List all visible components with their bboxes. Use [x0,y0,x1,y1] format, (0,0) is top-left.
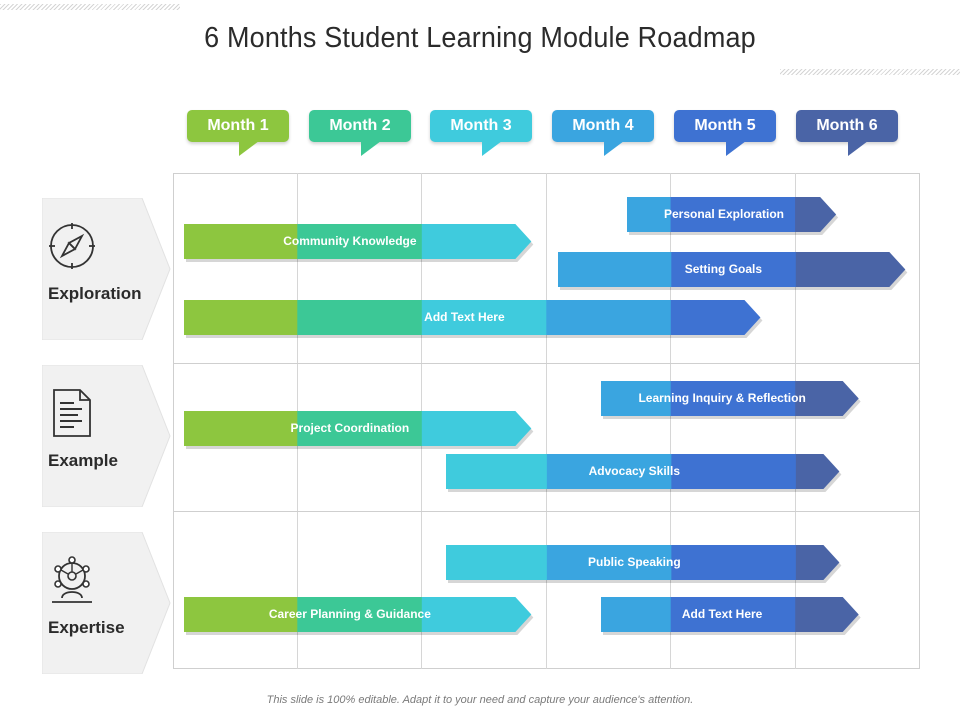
task-bar: Add Text Here [184,300,763,338]
task-arrow-shape [557,252,908,290]
month-badge-4: Month 4 [552,110,654,156]
month-label: Month 4 [572,117,634,134]
arrow-segment-month-2 [297,597,423,632]
category-example: Example [42,365,172,507]
task-label: Learning Inquiry & Reflection [638,391,806,405]
network-person-icon [52,556,92,603]
task-arrow-shape [184,597,534,635]
month-label: Month 6 [816,117,878,134]
category-chevron-bg [42,532,171,674]
task-arrow-shape [627,197,839,235]
category-label: Exploration [48,284,142,303]
month-badge-5: Month 5 [674,110,776,156]
task-bar: Setting Goals [557,252,908,290]
month-badge-2: Month 2 [309,110,411,156]
arrow-segment-month-5 [670,454,797,489]
month-label: Month 5 [694,117,756,134]
month-label: Month 1 [207,117,269,134]
category-chevron-bg [42,198,171,340]
task-bar: Add Text Here [601,597,861,635]
task-bar: Public Speaking [445,545,842,583]
callout-tail [604,141,624,156]
category-expertise: Expertise [42,532,172,674]
arrow-segment-month-1 [184,411,299,446]
task-label: Community Knowledge [283,234,417,248]
category-exploration: Exploration [42,198,172,340]
arrow-segment-month-5 [670,597,797,632]
callout-tail [848,141,868,156]
arrow-segment-month-2 [297,300,423,335]
arrow-segment-month-5 [670,252,797,287]
task-label: Project Coordination [290,421,410,435]
month-badge-6: Month 6 [796,110,898,156]
task-arrow-shape [601,381,861,419]
task-label: Advocacy Skills [588,464,681,478]
arrow-segment-month-5 [670,381,797,416]
task-arrow-shape [184,300,763,338]
arrow-segment-month-4 [601,597,672,632]
task-arrow-shape [445,545,842,583]
arrow-segment-month-4 [546,454,672,489]
category-label: Expertise [48,618,125,637]
task-arrow-shape [445,454,842,492]
task-arrow-shape [184,411,534,449]
task-bar: Community Knowledge [184,224,534,262]
arrow-segment-month-3 [421,300,548,335]
arrow-segment-month-4 [557,252,672,287]
page-title: 6 Months Student Learning Module Roadmap [204,22,756,54]
footer-note: This slide is 100% editable. Adapt it to… [266,694,694,706]
task-bar: Personal Exploration [627,197,839,235]
task-label: Public Speaking [587,555,681,569]
arrow-segment-month-5 [670,300,761,335]
task-label: Setting Goals [684,262,763,276]
arrow-segment-month-2 [297,224,423,259]
arrow-segment-month-3 [445,454,548,489]
category-chevron-bg [42,365,171,507]
task-label: Personal Exploration [663,207,785,221]
task-arrow-shape [184,224,534,262]
month-label: Month 2 [329,117,391,134]
arrow-segment-month-3 [421,411,532,446]
task-label: Add Text Here [424,310,505,324]
arrow-segment-month-4 [601,381,672,416]
arrow-segment-month-4 [546,300,672,335]
arrow-segment-month-3 [421,597,532,632]
category-label: Example [48,451,118,470]
decorative-hatch-top-left [0,4,180,10]
task-bar: Career Planning & Guidance [184,597,534,635]
callout-tail [726,141,746,156]
arrow-segment-month-5 [670,545,797,580]
arrow-segment-month-1 [184,597,299,632]
task-bar: Advocacy Skills [445,454,842,492]
arrow-segment-month-2 [297,411,423,446]
arrow-segment-month-1 [184,224,299,259]
task-label: Add Text Here [681,607,763,621]
arrow-segment-month-3 [445,545,548,580]
arrow-segment-month-1 [184,300,299,335]
callout-tail [361,141,381,156]
task-arrow-shape [601,597,861,635]
task-bar: Project Coordination [184,411,534,449]
arrow-segment-month-6 [795,252,906,287]
month-badge-3: Month 3 [430,110,532,156]
document-icon [53,389,91,437]
task-bar: Learning Inquiry & Reflection [601,381,861,419]
arrow-segment-month-3 [421,224,532,259]
arrow-segment-month-4 [546,545,672,580]
arrow-segment-month-5 [670,197,797,232]
task-label: Career Planning & Guidance [268,607,431,621]
month-badge-1: Month 1 [187,110,289,156]
decorative-hatch-top-right [780,69,960,75]
arrow-segment-month-4 [627,197,672,232]
callout-tail [239,141,259,156]
callout-tail [482,141,502,156]
month-label: Month 3 [450,117,512,134]
compass-icon [49,223,95,269]
